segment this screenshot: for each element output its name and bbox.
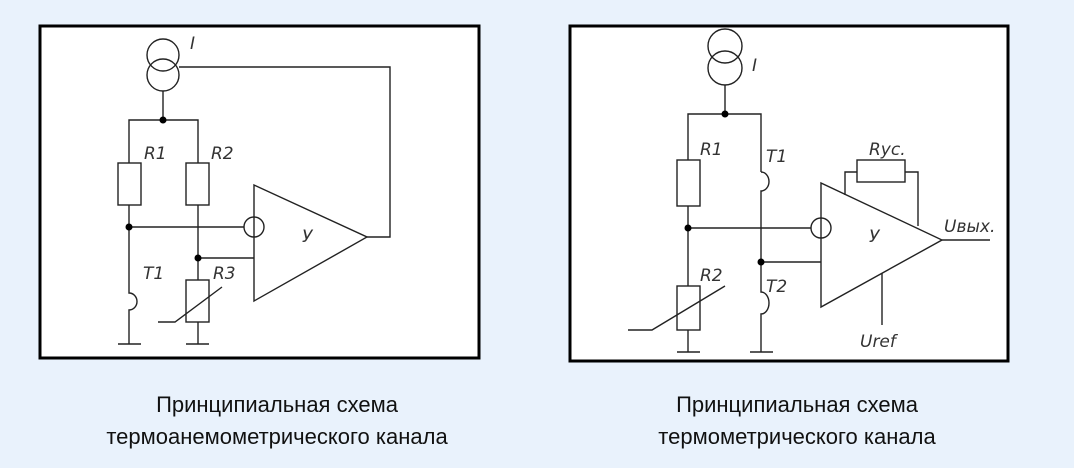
label-r3: R3 xyxy=(213,264,236,284)
label-t1: T1 xyxy=(766,147,787,167)
r1-r2-branch xyxy=(677,206,700,353)
left-caption-line-1: Принципиальная схема xyxy=(156,392,398,417)
label-out: Uвых. xyxy=(944,217,995,237)
right-frame xyxy=(568,24,1010,363)
right-caption-line-2: термометрического канала xyxy=(658,424,936,449)
feedback-wire xyxy=(179,66,391,238)
label-t2: T2 xyxy=(766,277,787,297)
label-r1: R1 xyxy=(144,144,167,164)
left-caption: Принципиальная схема термоанемометрическ… xyxy=(57,389,497,453)
gain-wires xyxy=(844,171,919,226)
label-r1: R1 xyxy=(700,140,723,160)
label-t1: T1 xyxy=(143,264,164,284)
t1-t2-branch xyxy=(750,171,773,353)
label-i: I xyxy=(190,34,195,54)
left-schematic: I R1 R2 T1 R3 У xyxy=(38,24,481,360)
amplifier-triangle xyxy=(253,183,369,303)
label-i: I xyxy=(752,56,757,76)
output-ref-wires xyxy=(881,239,990,325)
label-rgain: Rус. xyxy=(869,140,906,160)
thermistor-r2 xyxy=(676,285,701,331)
left-frame xyxy=(38,24,481,360)
right-caption: Принципиальная схема термометрического к… xyxy=(577,389,1017,453)
label-r2: R2 xyxy=(700,266,723,286)
label-r2: R2 xyxy=(211,144,234,164)
label-amp: У xyxy=(869,227,881,247)
label-amp: У xyxy=(302,227,314,247)
t1-branch xyxy=(118,205,141,345)
right-schematic: I R1 T1 Rус. Uвых. У R2 T2 Uref xyxy=(568,24,1010,363)
current-source-icon xyxy=(707,28,743,64)
right-caption-line-1: Принципиальная схема xyxy=(676,392,918,417)
input-wires xyxy=(129,226,254,259)
left-caption-line-2: термоанемометрического канала xyxy=(106,424,448,449)
gain-resistor xyxy=(856,159,906,183)
label-ref: Uref xyxy=(860,332,899,352)
thermistor-slash xyxy=(158,286,223,323)
thermistor-slash xyxy=(628,285,726,331)
input-wires xyxy=(688,227,821,263)
r2-r3-branch xyxy=(186,205,209,345)
current-source-icon xyxy=(146,38,180,72)
thermistor-r3 xyxy=(185,279,210,323)
